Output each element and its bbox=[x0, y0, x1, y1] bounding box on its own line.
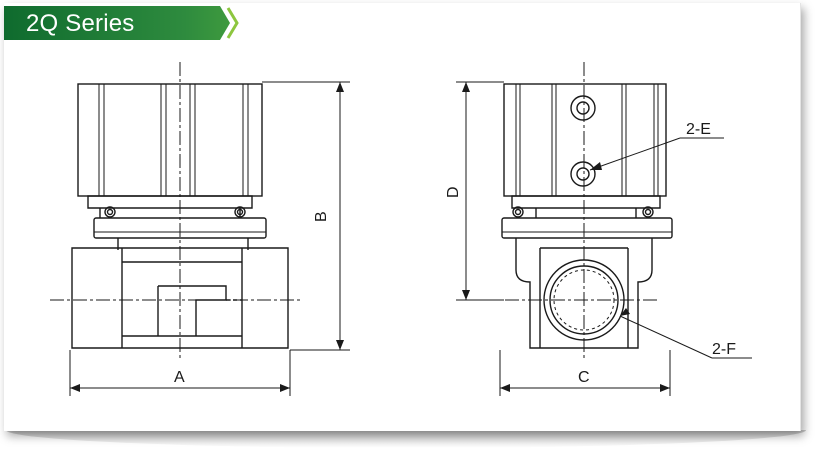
card-shadow bbox=[6, 430, 806, 448]
banner-shape bbox=[4, 6, 239, 40]
dimension-label-c: C bbox=[578, 369, 590, 386]
front-view bbox=[71, 83, 289, 349]
callout-label-2e: 2-E bbox=[686, 121, 711, 138]
arrowheads bbox=[70, 82, 670, 392]
side-view bbox=[501, 83, 673, 349]
dimension-label-b: B bbox=[313, 211, 330, 222]
dimension-label-a: A bbox=[174, 369, 185, 386]
callout-label-2f: 2-F bbox=[712, 341, 736, 358]
dimension-label-d: D bbox=[445, 186, 462, 198]
center-lines bbox=[50, 62, 660, 360]
drawing-card bbox=[4, 3, 801, 431]
series-title-banner: 2Q Series bbox=[4, 6, 240, 40]
page-title: 2Q Series bbox=[26, 10, 135, 37]
dimension-lines bbox=[69, 81, 752, 396]
